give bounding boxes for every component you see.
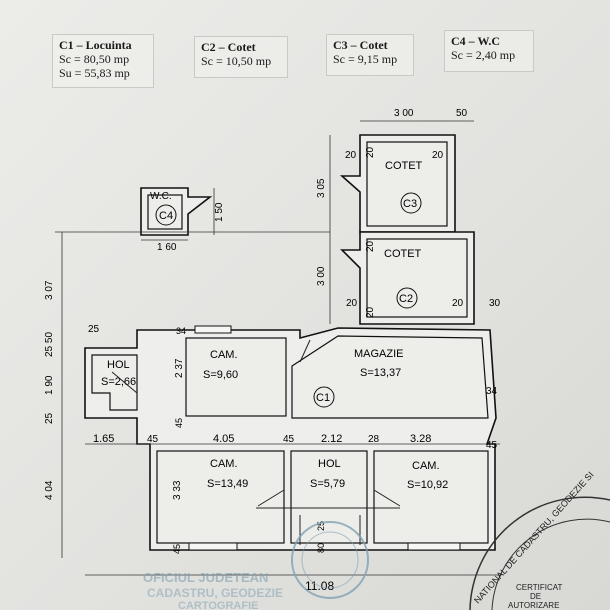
- legend-c1: C1 – Locuinta Sc = 80,50 mp Su = 55,83 m…: [52, 34, 154, 88]
- cam-br-label: CAM.: [412, 460, 440, 472]
- c3-marker: [400, 192, 422, 214]
- dim-20d: 20: [365, 240, 376, 252]
- dim-405: 4.05: [213, 433, 234, 445]
- legend-c2: C2 – Cotet Sc = 10,50 mp: [194, 36, 288, 78]
- dim-305: 3 05: [316, 178, 327, 198]
- dim-20g: 20: [452, 298, 464, 309]
- legend-c1-title: C1 – Locuinta: [59, 38, 132, 52]
- c1-marker: [313, 386, 335, 408]
- dim-45a: 45: [174, 418, 184, 428]
- cotet-top-label: COTET: [385, 160, 423, 172]
- dim-30: 30: [489, 298, 501, 309]
- legend-c3: C3 – Cotet Sc = 9,15 mp: [326, 34, 414, 76]
- dim-300-top: 3 00: [394, 108, 414, 119]
- cam-br-area: S=10,92: [407, 479, 448, 491]
- c2-label: C2: [399, 293, 413, 305]
- dim-50: 50: [456, 108, 468, 119]
- magazie-label: MAGAZIE: [354, 348, 404, 360]
- dim-34a: 34: [176, 326, 186, 336]
- legend-c1-su: Su = 55,83 mp: [59, 66, 130, 80]
- dim-150: 1 50: [214, 202, 225, 222]
- c2-marker: [396, 287, 418, 309]
- stamp-autorizare-text: AUTORIZARE: [508, 601, 559, 610]
- dim-300-vert: 3 00: [316, 266, 327, 286]
- dim-160: 1 60: [157, 242, 177, 253]
- stamp-oficiul-text: OFICIUL JUDETEAN: [143, 570, 268, 585]
- dim-20f: 20: [365, 306, 376, 318]
- cam-top-label: CAM.: [210, 349, 238, 361]
- stamp-de-text: DE: [530, 592, 541, 601]
- main-house-c1: HOL S=2,66 CAM. S=9,60 MAGAZIE S=13,37 C…: [84, 325, 497, 551]
- c1-label: C1: [316, 392, 330, 404]
- dim-20c: 20: [432, 150, 444, 161]
- cam-top-area: S=9,60: [203, 369, 238, 381]
- wc-label: W.C.: [150, 191, 172, 202]
- legend-c2-title: C2 – Cotet: [201, 40, 256, 54]
- magazie-area: S=13,37: [360, 367, 401, 379]
- stamp-certificat-text: CERTIFICAT: [516, 583, 562, 592]
- cotet-c2-building: COTET C2 20 20 20 20 30 3 05 3 00: [316, 135, 501, 325]
- hol-mid-label: HOL: [318, 458, 341, 470]
- dim-237: 2 37: [174, 358, 185, 378]
- legend-c1-sc: Sc = 80,50 mp: [59, 52, 130, 66]
- dim-45e: 45: [172, 544, 182, 554]
- hol-left-label: HOL: [107, 359, 130, 371]
- dim-34b: 34: [486, 386, 498, 397]
- dim-307: 3 07: [44, 280, 55, 300]
- dim-333: 3 33: [172, 480, 183, 500]
- dim-45d: 45: [486, 440, 498, 451]
- wc-building: W.C. C4 1 50 1 60: [140, 187, 225, 253]
- dim-190: 1 90: [44, 375, 55, 395]
- dim-45b: 45: [147, 434, 159, 445]
- dim-28: 28: [368, 434, 380, 445]
- legend-c3-title: C3 – Cotet: [333, 38, 388, 52]
- cotet-c3-building: COTET C3 20 20 20 3 00 50: [339, 108, 474, 233]
- cotet-bottom-label: COTET: [384, 248, 422, 260]
- c4-marker: [155, 204, 177, 226]
- dim-25a: 25: [88, 324, 100, 335]
- dim-2550: 25 50: [44, 332, 55, 357]
- dim-20b: 20: [365, 146, 376, 158]
- c3-label: C3: [403, 198, 417, 210]
- dim-20a: 20: [345, 150, 357, 161]
- dim-20e: 20: [346, 298, 358, 309]
- stamp-cartografie-text: CARTOGRAFIE: [178, 600, 258, 610]
- legend-c3-sc: Sc = 9,15 mp: [333, 52, 398, 66]
- legend-c4-title: C4 – W.C: [451, 34, 501, 48]
- cam-bl-area: S=13,49: [207, 478, 248, 490]
- stamp-oficiul: OFICIUL JUDETEAN CADASTRU, GEODEZIE CART…: [143, 521, 369, 610]
- legend-c2-sc: Sc = 10,50 mp: [201, 54, 272, 68]
- cam-bl-label: CAM.: [210, 458, 238, 470]
- dim-45c: 45: [283, 434, 295, 445]
- c4-label: C4: [159, 210, 173, 222]
- dim-328: 3.28: [410, 433, 431, 445]
- dim-80: 80: [316, 543, 326, 553]
- dim-404: 4 04: [44, 480, 55, 500]
- hol-mid-area: S=5,79: [310, 478, 345, 490]
- dim-25b: 25: [44, 412, 55, 424]
- stamp-cadastru-text: CADASTRU, GEODEZIE: [147, 586, 283, 600]
- legend-c4-sc: Sc = 2,40 mp: [451, 48, 516, 62]
- dim-212: 2.12: [321, 433, 342, 445]
- dim-165: 1.65: [93, 433, 114, 445]
- legend-c4: C4 – W.C Sc = 2,40 mp: [444, 30, 534, 72]
- dim-25c: 25: [316, 521, 326, 531]
